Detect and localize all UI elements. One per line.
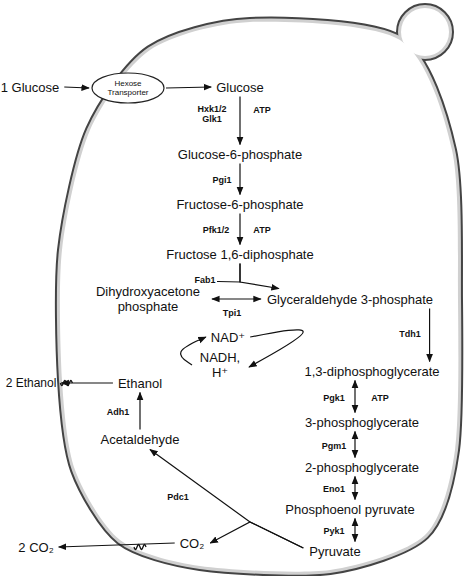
enzyme-label: Fab1 xyxy=(193,275,216,285)
enzyme-label: Pgm1 xyxy=(321,441,348,451)
metabolite-label: Glyceraldehyde 3-phosphate xyxy=(265,292,435,309)
reaction-arrow xyxy=(61,382,113,383)
reaction-arrow xyxy=(354,477,355,500)
metabolite-name: Acetaldehyde xyxy=(99,432,182,447)
reaction-arrow xyxy=(240,264,279,289)
metabolite-name: 1 Glucose xyxy=(0,80,61,95)
metabolite-label: 2 CO₂ xyxy=(16,540,55,557)
transporter-name: Hexose Transporter xyxy=(101,79,155,97)
bud xyxy=(401,8,449,56)
metabolite-name: Glucose xyxy=(214,80,266,95)
bud xyxy=(401,8,449,56)
metabolite-name: CO₂ xyxy=(178,536,207,551)
metabolite-label: NADH, H⁺ xyxy=(195,350,249,382)
metabolite-name: Dihydroxyacetone phosphate xyxy=(88,284,208,314)
metabolite-label: Glucose-6-phosphate xyxy=(176,147,304,164)
metabolite-name: 2-phosphoglycerate xyxy=(303,460,421,475)
reaction-arrow xyxy=(139,393,140,430)
enzyme-label: Tdh1 xyxy=(398,329,422,339)
metabolite-name: Fructose-6-phosphate xyxy=(174,197,305,212)
cofactor-label: ATP xyxy=(252,105,271,115)
enzyme-label: Eno1 xyxy=(322,484,346,494)
reaction-arrow xyxy=(166,87,211,88)
metabolite-name: Ethanol xyxy=(116,376,164,391)
reaction-arrow xyxy=(210,522,303,548)
reaction-arrow xyxy=(249,330,303,367)
metabolite-name: Glyceraldehyde 3-phosphate xyxy=(265,292,435,307)
metabolite-label: 3-phosphoglycerate xyxy=(303,415,421,432)
metabolite-label: 1,3-diphosphoglycerate xyxy=(302,364,441,381)
reaction-arrow xyxy=(239,214,240,245)
metabolite-label: 1 Glucose xyxy=(0,80,61,97)
metabolite-label: 2 Ethanol xyxy=(4,376,59,393)
metabolite-name: NAD⁺ xyxy=(209,330,247,345)
metabolite-name: 2 Ethanol xyxy=(4,376,59,391)
metabolite-name: Phosphoenol pyruvate xyxy=(283,502,416,517)
metabolite-name: 2 CO₂ xyxy=(16,540,55,555)
metabolite-label: CO₂ xyxy=(178,536,207,553)
reaction-arrow xyxy=(354,519,355,542)
bud xyxy=(401,8,449,56)
membrane-transport xyxy=(134,545,146,550)
enzyme-label: Pgi1 xyxy=(211,175,232,185)
enzyme-label: Hxk1/2 Glk1 xyxy=(193,104,231,124)
metabolite-name: Fructose 1,6-diphosphate xyxy=(164,247,315,262)
enzyme-label: Pgk1 xyxy=(322,393,346,403)
reaction-arrow xyxy=(354,381,355,413)
metabolite-label: Pyruvate xyxy=(307,544,362,561)
transporter-ellipse: Hexose Transporter xyxy=(91,72,165,104)
metabolite-label: Glucose xyxy=(214,80,266,97)
cell-wall xyxy=(60,22,459,572)
metabolite-label: Fructose-6-phosphate xyxy=(174,197,305,214)
reaction-arrow xyxy=(212,298,261,299)
cofactor-label: ATP xyxy=(252,225,271,235)
reaction-arrow xyxy=(150,450,303,549)
reaction-arrow xyxy=(239,164,240,195)
metabolite-label: 2-phosphoglycerate xyxy=(303,460,421,477)
metabolite-label: Phosphoenol pyruvate xyxy=(283,502,416,519)
metabolite-label: Ethanol xyxy=(116,376,164,393)
reaction-arrow xyxy=(429,309,430,362)
cell-wall xyxy=(60,22,459,572)
metabolite-label: Dihydroxyacetone phosphate xyxy=(88,284,212,316)
cell-wall xyxy=(60,22,459,572)
metabolite-name: Pyruvate xyxy=(307,544,362,559)
metabolite-label: Acetaldehyde xyxy=(99,432,182,449)
metabolite-label: NAD⁺ xyxy=(209,330,247,347)
reaction-arrow xyxy=(354,432,355,458)
enzyme-label: Adh1 xyxy=(106,407,131,417)
enzyme-label: Tpi1 xyxy=(222,308,243,318)
metabolite-name: 1,3-diphosphoglycerate xyxy=(302,364,441,379)
reaction-arrow xyxy=(64,87,89,88)
reaction-arrow xyxy=(59,543,175,547)
metabolite-name: NADH, H⁺ xyxy=(195,350,245,380)
metabolite-name: Glucose-6-phosphate xyxy=(176,147,304,162)
metabolite-name: 3-phosphoglycerate xyxy=(303,415,421,430)
enzyme-label: Pyk1 xyxy=(322,526,345,536)
reaction-arrow xyxy=(239,97,240,145)
enzyme-label: Pfk1/2 xyxy=(202,225,231,235)
enzyme-label: Pdc1 xyxy=(166,492,190,502)
cofactor-label: ATP xyxy=(370,393,389,403)
metabolite-label: Fructose 1,6-diphosphate xyxy=(164,247,315,264)
